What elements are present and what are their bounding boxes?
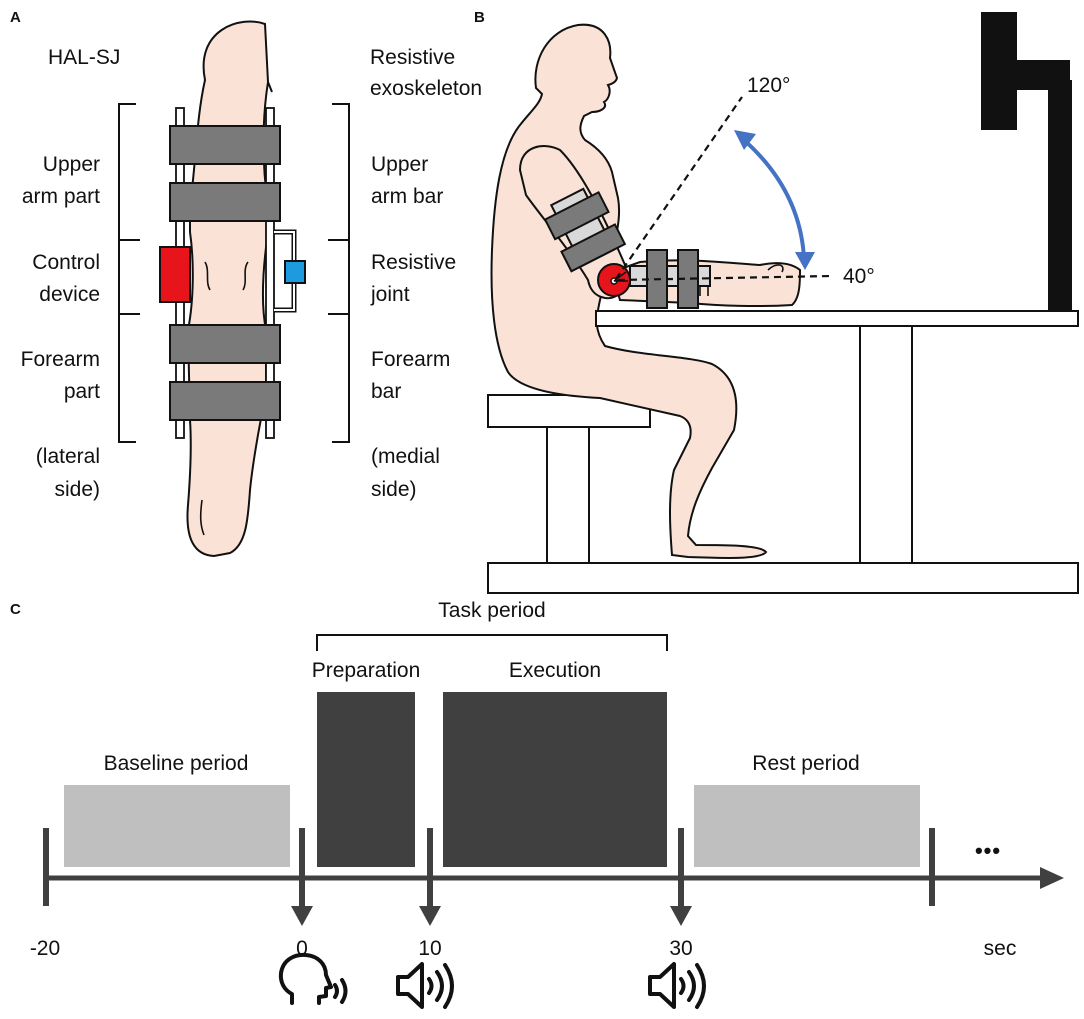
tick-label-10: 10 [418, 937, 441, 960]
time-axis-arrowhead [1040, 867, 1064, 889]
tick-label-minus20: -20 [30, 937, 60, 960]
floor-base [487, 562, 1079, 594]
table-top [595, 310, 1079, 327]
rest-block [694, 785, 920, 867]
baseline-period-label: Baseline period [104, 752, 249, 775]
forearm-bar-line1: Forearm [371, 348, 450, 371]
panel-a: A HAL-SJ Resistive exoskeleton [10, 9, 482, 558]
execution-label: Execution [509, 659, 601, 682]
tick-label-30: 30 [669, 937, 692, 960]
forearm-part-line2: part [64, 380, 100, 403]
monitor [981, 12, 1072, 312]
upper-arm-part-line1: Upper [43, 153, 100, 176]
resistive-joint [284, 260, 306, 284]
panel-a-letter: A [10, 9, 21, 26]
preparation-block [317, 692, 415, 867]
speaking-head-icon [278, 952, 348, 1005]
cue-arrow-0 [291, 906, 313, 926]
speaker-icon [396, 962, 454, 1009]
hal-sj-title: HAL-SJ [48, 46, 120, 69]
upper-arm-part-line2: arm part [22, 185, 100, 208]
stool-leg [546, 426, 590, 564]
resistive-joint-line2: joint [370, 283, 410, 306]
arc-arrowhead-bottom [795, 252, 815, 270]
resistive-joint-line1: Resistive [371, 251, 456, 274]
upper-arm-strap-1 [169, 125, 281, 165]
medial-bar [265, 107, 275, 439]
panel-c-letter: C [10, 601, 21, 618]
task-period-bracket [316, 634, 668, 651]
preparation-label: Preparation [312, 659, 421, 682]
rotation-arc [742, 138, 806, 259]
speaker-icon [648, 962, 706, 1009]
forearm-strap-2 [169, 381, 281, 421]
task-period-label: Task period [438, 599, 545, 622]
arc-arrowhead-top [734, 130, 756, 150]
forearm-strap-1 [169, 324, 281, 364]
forearm-part-line1: Forearm [21, 348, 100, 371]
cue-arrow-30 [670, 906, 692, 926]
angle-line-120 [615, 96, 743, 280]
control-device-line2: device [39, 283, 100, 306]
cue-arrow-10 [419, 906, 441, 926]
medial-side-line1: (medial [371, 445, 440, 468]
upper-arm-bar-line2: arm bar [371, 185, 443, 208]
angle-120-label: 120° [747, 74, 790, 97]
upper-arm-strap-2 [169, 182, 281, 222]
control-device-line1: Control [32, 251, 100, 274]
lateral-side-line2: side) [54, 478, 100, 501]
panel-b: B [474, 9, 1079, 594]
arm-silhouette [186, 20, 270, 558]
table-leg [859, 325, 913, 564]
tick-label-0: 0 [296, 937, 308, 960]
rest-period-label: Rest period [752, 752, 859, 775]
execution-block [443, 692, 667, 867]
angle-40-label: 40° [843, 265, 875, 288]
upper-arm-exoskeleton [543, 187, 627, 273]
upper-arm-bar-line1: Upper [371, 153, 428, 176]
exoskeleton-title-line2: exoskeleton [370, 77, 482, 100]
lateral-side-line1: (lateral [36, 445, 100, 468]
baseline-block [64, 785, 290, 867]
forearm-bar-line2: bar [371, 380, 401, 403]
medial-side-line2: side) [371, 478, 417, 501]
continuation-ellipsis: ••• [975, 838, 1001, 863]
panel-c: C Task period Preparation Execution Base… [10, 599, 1064, 1009]
control-device [159, 246, 191, 303]
exoskeleton-title-line1: Resistive [370, 46, 455, 69]
unit-label: sec [984, 937, 1017, 960]
panel-b-letter: B [474, 9, 485, 26]
